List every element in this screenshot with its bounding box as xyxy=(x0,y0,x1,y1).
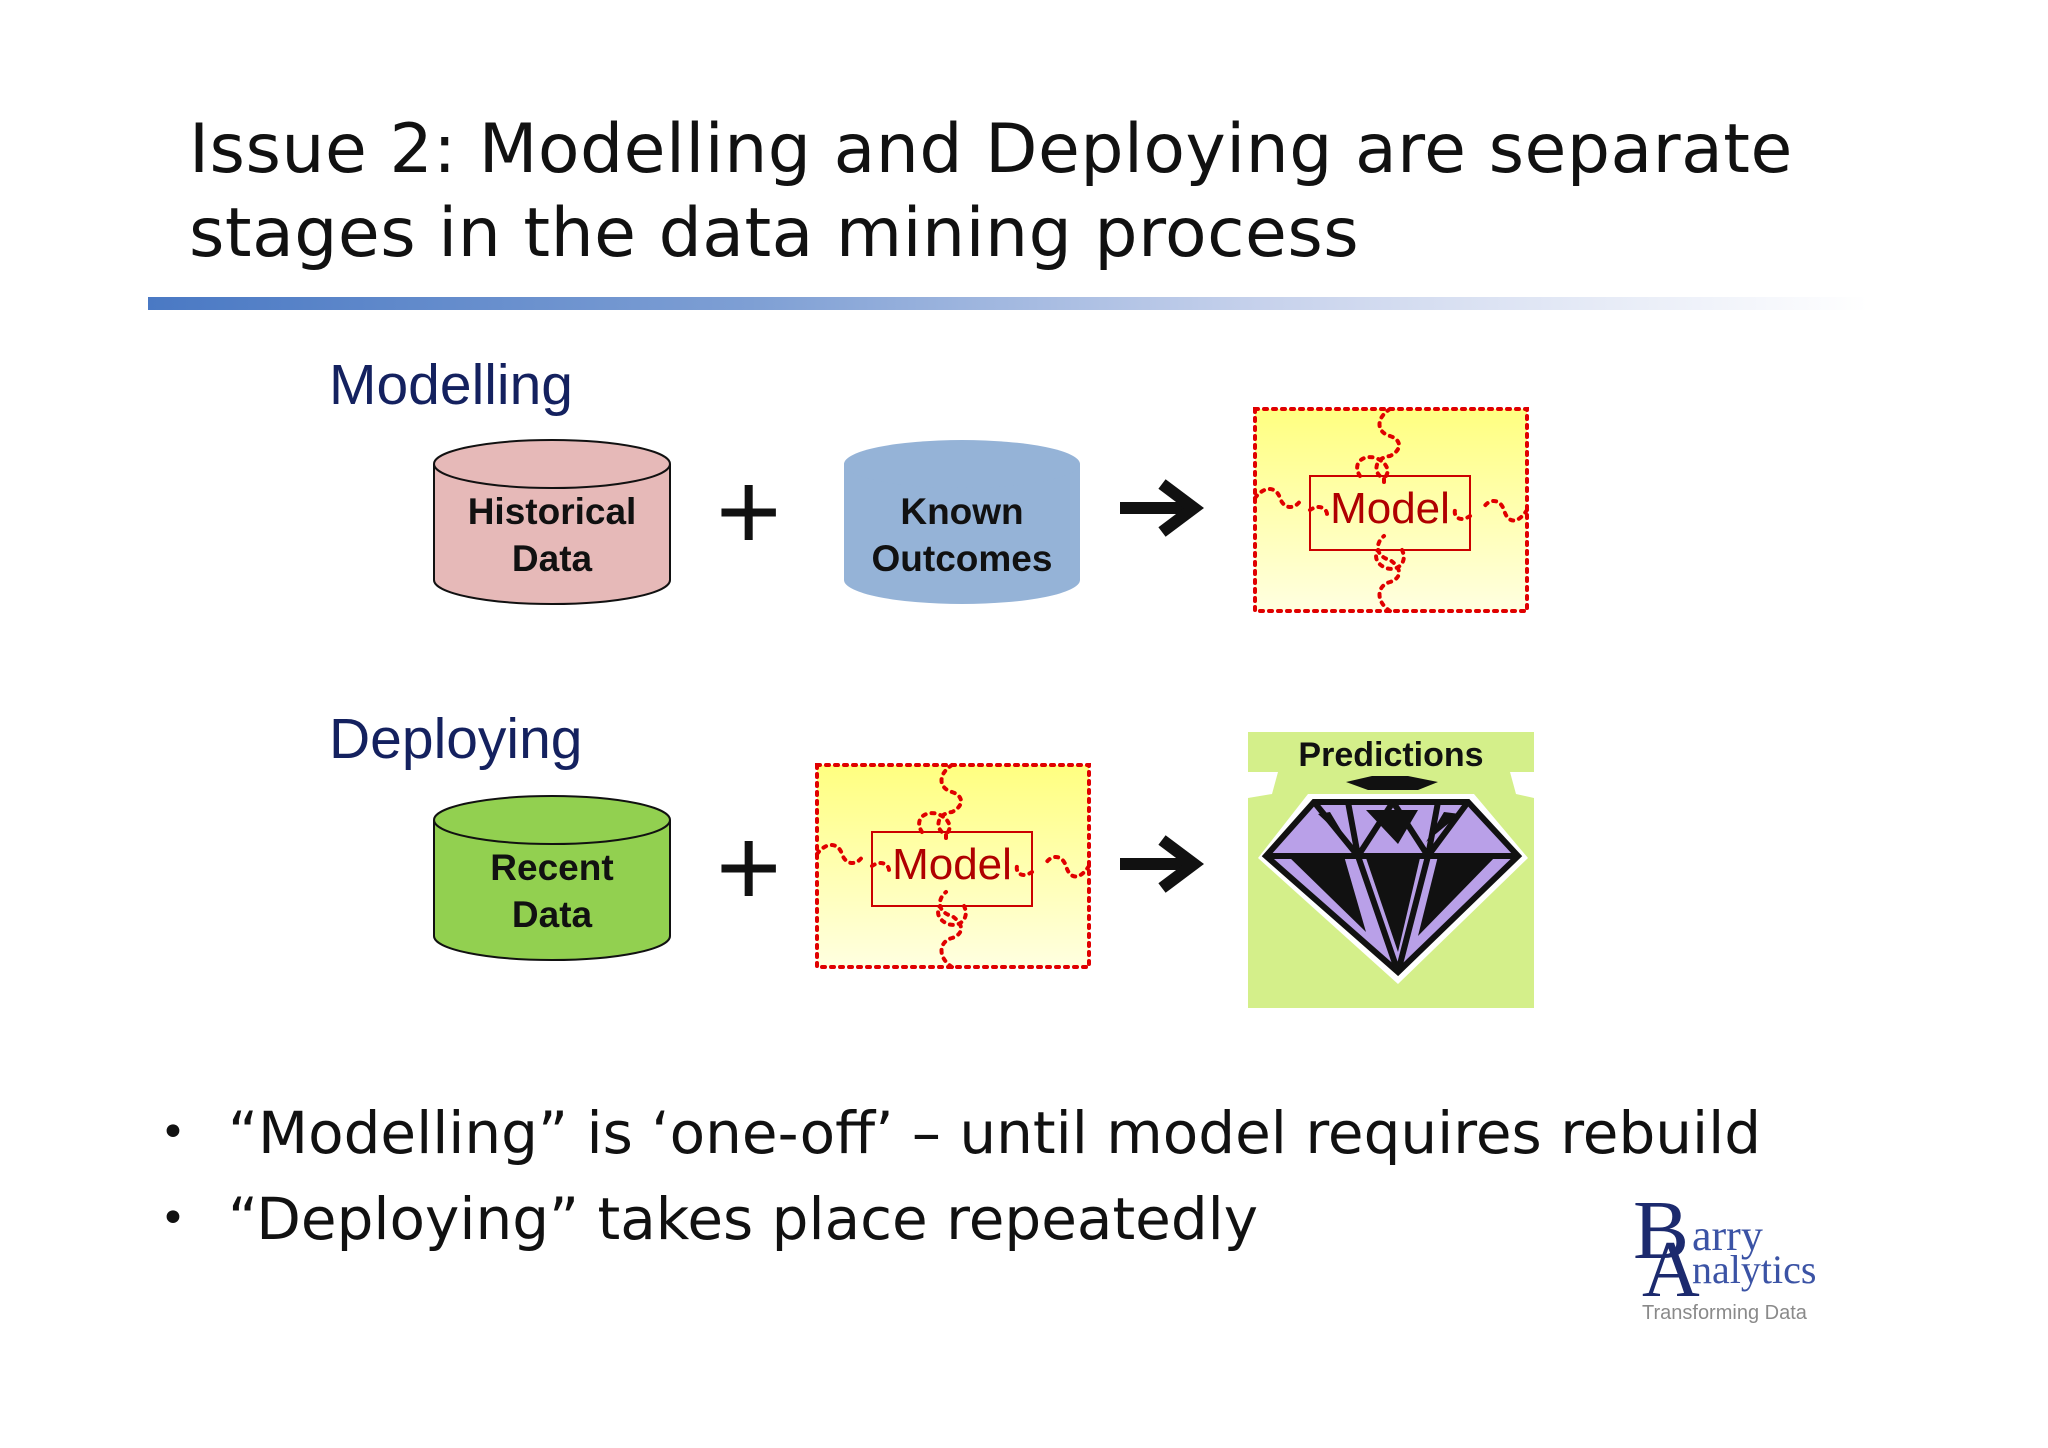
arrow-right-icon xyxy=(1120,479,1204,537)
bullet-item-deploying: • “Deploying” takes place repeatedly xyxy=(160,1176,1761,1262)
modelling-label: Modelling xyxy=(329,353,573,417)
known-outcomes-cylinder-icon xyxy=(844,440,1080,604)
barry-analytics-logo: B arry A nalytics Transforming Data xyxy=(1628,1184,1868,1330)
historical-data-cylinder-icon xyxy=(433,439,671,605)
plus-operator-deploying: + xyxy=(716,805,782,930)
known-outcomes-line-2: Outcomes xyxy=(871,538,1053,579)
logo-text-nalytics: nalytics xyxy=(1692,1247,1817,1292)
known-outcomes-label: Known Outcomes xyxy=(842,488,1082,582)
diamond-icon xyxy=(1248,732,1534,1008)
recent-data-line-1: Recent xyxy=(490,847,614,888)
slide-title-line-1: Issue 2: Modelling and Deploying are sep… xyxy=(189,110,1793,189)
model-label-modelling: Model xyxy=(1330,484,1450,533)
deploying-label: Deploying xyxy=(329,707,583,771)
historical-data-line-2: Data xyxy=(511,538,593,579)
known-outcomes-line-1: Known xyxy=(900,491,1024,532)
logo-tagline: Transforming Data xyxy=(1642,1302,1807,1324)
bullet-item-modelling: • “Modelling” is ‘one-off’ – until model… xyxy=(160,1090,1761,1176)
bullet-text-modelling: “Modelling” is ‘one-off’ – until model r… xyxy=(228,1099,1762,1167)
predictions-label: Predictions xyxy=(1298,736,1484,774)
plus-operator-modelling: + xyxy=(716,449,782,574)
recent-data-label: Recent Data xyxy=(430,844,674,938)
bullet-dot-icon: • xyxy=(160,1107,186,1158)
title-rule xyxy=(148,297,1868,310)
logo-letter-b: B xyxy=(1633,1184,1690,1277)
recent-data-line-2: Data xyxy=(511,894,593,935)
arrow-right-icon-deploying xyxy=(1120,835,1204,893)
slide-title-line-2: stages in the data mining process xyxy=(189,194,1360,273)
historical-data-line-1: Historical xyxy=(467,491,637,532)
recent-data-cylinder-icon xyxy=(433,795,671,961)
slide-title: Issue 2: Modelling and Deploying are sep… xyxy=(189,108,1793,276)
model-label-deploying: Model xyxy=(892,840,1012,889)
bullet-list: • “Modelling” is ‘one-off’ – until model… xyxy=(160,1090,1761,1262)
model-puzzle-icon-deploying xyxy=(815,763,1091,969)
logo-letter-a: A xyxy=(1642,1226,1700,1314)
model-puzzle-icon xyxy=(1253,407,1529,613)
bullet-dot-icon: • xyxy=(160,1193,186,1244)
logo-text-arry: arry xyxy=(1692,1211,1763,1260)
historical-data-label: Historical Data xyxy=(430,488,674,582)
bullet-text-deploying: “Deploying” takes place repeatedly xyxy=(228,1185,1259,1253)
